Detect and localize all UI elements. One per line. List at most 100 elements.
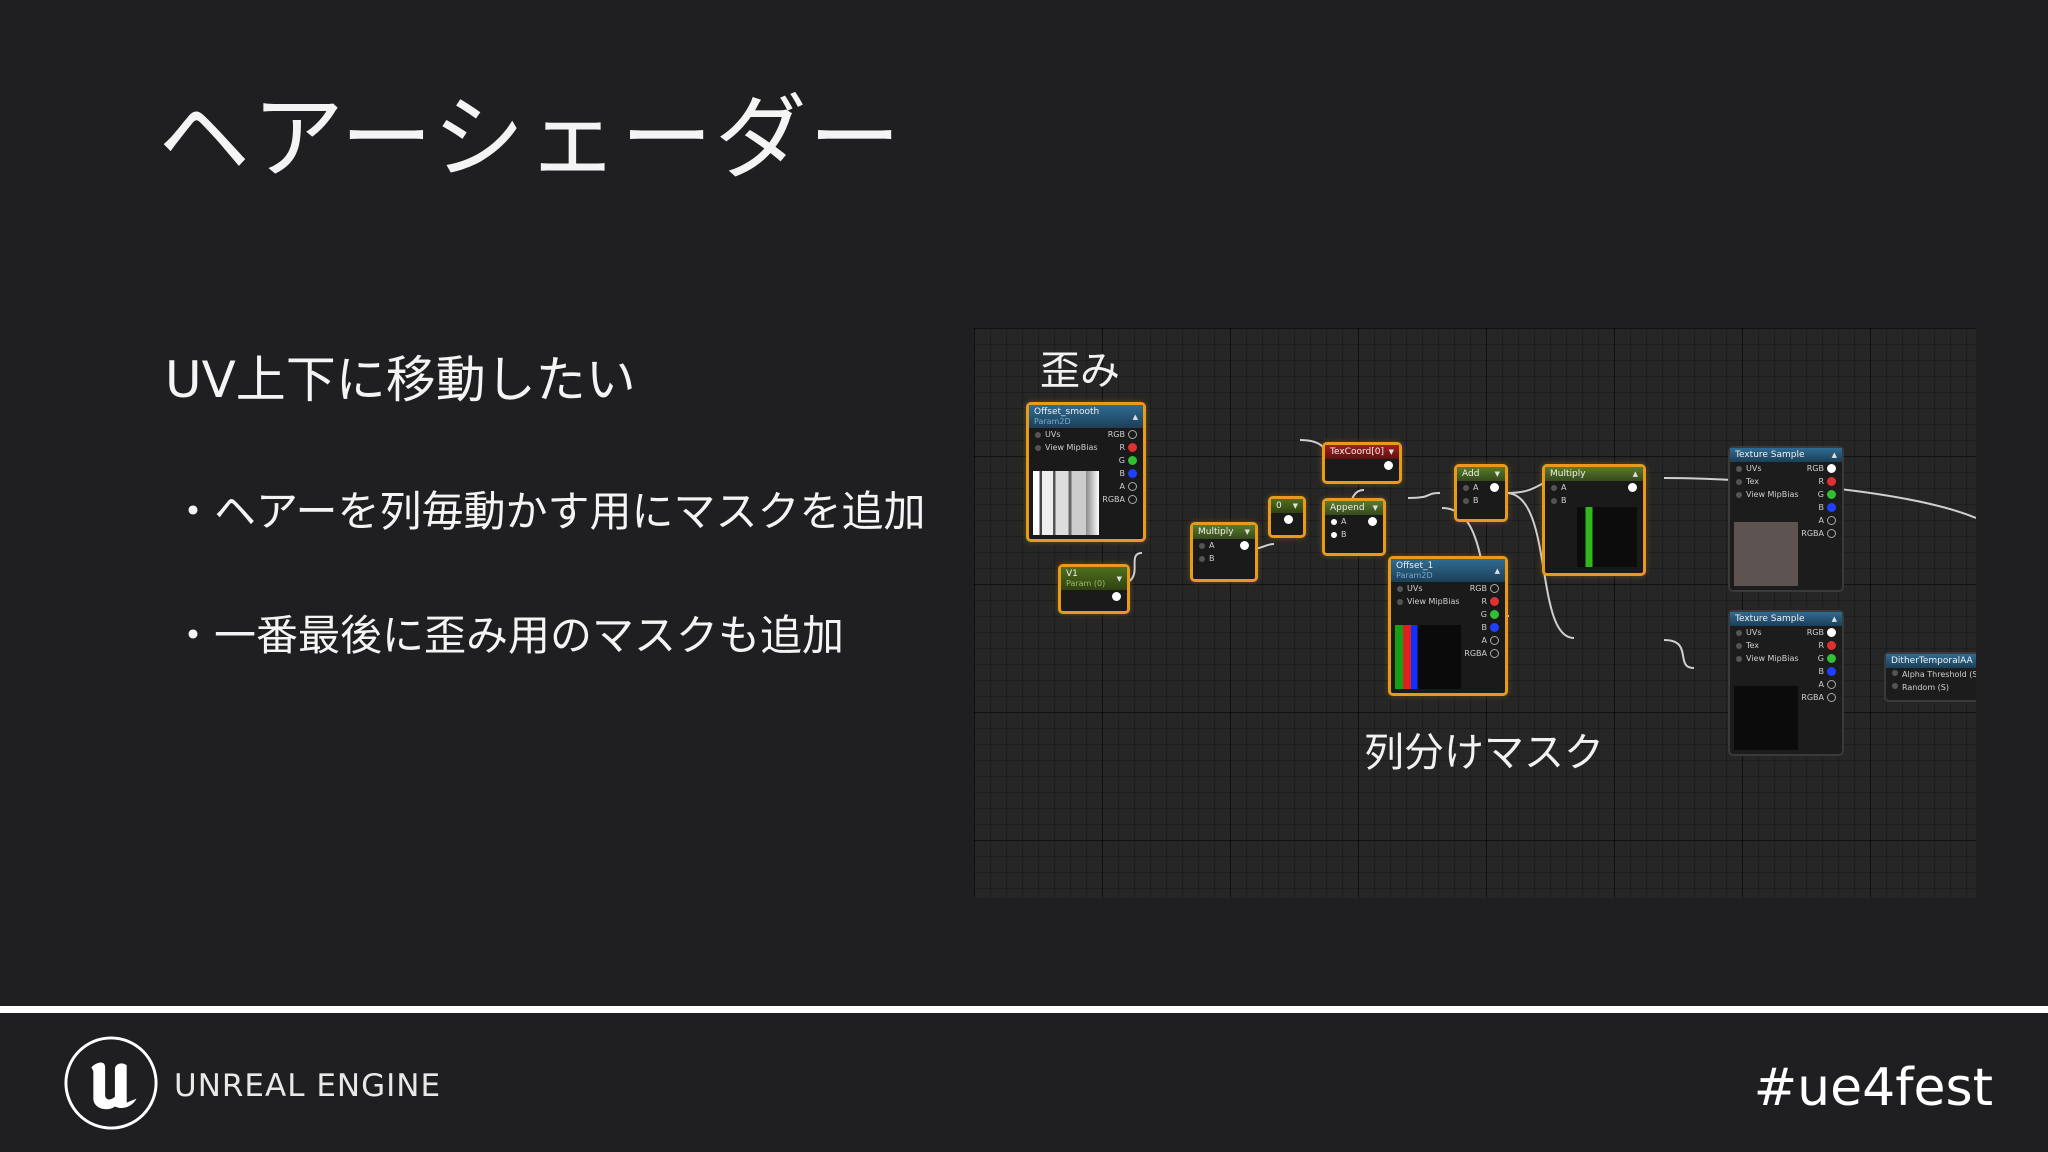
node-header: 0▼ bbox=[1271, 499, 1303, 513]
output-pin-icon[interactable] bbox=[1490, 610, 1499, 619]
event-hashtag: #ue4fest bbox=[1753, 1058, 1993, 1118]
pin-label: A bbox=[1818, 680, 1824, 689]
output-pin-icon[interactable] bbox=[1827, 654, 1836, 663]
pin-label: R bbox=[1119, 443, 1125, 452]
pin-row: B bbox=[1457, 494, 1505, 507]
collapse-icon[interactable]: ▲ bbox=[1632, 470, 1638, 478]
output-pin-icon[interactable] bbox=[1128, 469, 1137, 478]
pin-label: View MipBias bbox=[1407, 597, 1460, 606]
output-pin-icon[interactable] bbox=[1112, 592, 1121, 601]
output-pin-icon[interactable] bbox=[1827, 680, 1836, 689]
collapse-icon[interactable]: ▲ bbox=[1494, 566, 1500, 575]
output-pin-icon[interactable] bbox=[1827, 464, 1836, 473]
output-pin-icon[interactable] bbox=[1128, 443, 1137, 452]
node-title: Multiply bbox=[1550, 469, 1586, 479]
output-pin-icon[interactable] bbox=[1827, 529, 1836, 538]
pin-row bbox=[1325, 459, 1399, 472]
output-pin-icon[interactable] bbox=[1827, 693, 1836, 702]
output-pin-icon[interactable] bbox=[1827, 628, 1836, 637]
add-node[interactable]: Add▼ A B bbox=[1454, 464, 1508, 522]
node-title: Append bbox=[1330, 503, 1365, 513]
collapse-icon[interactable]: ▲ bbox=[1831, 451, 1837, 459]
bullet-item: ・ヘアーを列毎動かす用にマスクを追加 bbox=[172, 487, 926, 536]
pin-label: A bbox=[1561, 483, 1567, 492]
dropdown-icon[interactable]: ▼ bbox=[1494, 470, 1500, 478]
multiply-node[interactable]: Multiply▲ A B bbox=[1542, 464, 1646, 576]
node-header: Append ▼ bbox=[1325, 501, 1383, 515]
output-pin-icon[interactable] bbox=[1384, 461, 1393, 470]
output-pin-icon[interactable] bbox=[1490, 623, 1499, 632]
output-pin-icon[interactable] bbox=[1128, 456, 1137, 465]
output-pin-icon[interactable] bbox=[1827, 516, 1836, 525]
output-pin-icon[interactable] bbox=[1490, 584, 1499, 593]
dropdown-icon[interactable]: ▼ bbox=[1116, 574, 1122, 583]
output-pin-icon[interactable] bbox=[1827, 490, 1836, 499]
output-pin-icon[interactable] bbox=[1490, 483, 1499, 492]
node-title: Multiply bbox=[1198, 527, 1234, 537]
append-node[interactable]: Append ▼ A B bbox=[1322, 498, 1386, 556]
pin-label: View MipBias bbox=[1045, 443, 1098, 452]
texture-preview bbox=[1734, 686, 1798, 750]
dropdown-icon[interactable]: ▼ bbox=[1388, 448, 1394, 456]
dither-temporal-aa-node[interactable]: DitherTemporalAA Alpha Threshold (S Rand… bbox=[1884, 652, 1976, 702]
pin-label: B bbox=[1341, 530, 1347, 539]
pin-label: G bbox=[1817, 654, 1824, 663]
output-pin-icon[interactable] bbox=[1490, 597, 1499, 606]
pin-label: B bbox=[1119, 469, 1126, 478]
brand-name: UNREAL ENGINE bbox=[174, 1068, 442, 1104]
pin-label: Alpha Threshold (S bbox=[1902, 670, 1976, 679]
pin-row: B bbox=[1193, 552, 1255, 565]
pin-label: View MipBias bbox=[1746, 490, 1799, 499]
pin-row: A bbox=[1325, 515, 1383, 528]
texcoord-node[interactable]: TexCoord[0]▼ bbox=[1322, 442, 1402, 484]
pin-row: B bbox=[1730, 665, 1842, 678]
node-header: Texture Sample ▲ bbox=[1730, 612, 1842, 626]
output-pin-icon[interactable] bbox=[1128, 482, 1137, 491]
pin-row: A bbox=[1545, 481, 1643, 494]
node-title: 0 bbox=[1276, 501, 1282, 511]
output-pin-icon[interactable] bbox=[1240, 541, 1249, 550]
collapse-icon[interactable]: ▲ bbox=[1132, 412, 1138, 421]
pin-label: RGBA bbox=[1464, 649, 1487, 658]
dropdown-icon[interactable]: ▼ bbox=[1372, 504, 1378, 512]
output-pin-icon[interactable] bbox=[1827, 477, 1836, 486]
pin-label: G bbox=[1480, 610, 1487, 619]
output-pin-icon[interactable] bbox=[1628, 483, 1637, 492]
pin-label: R bbox=[1818, 641, 1824, 650]
collapse-icon[interactable]: ▲ bbox=[1831, 615, 1837, 623]
pin-label: Tex bbox=[1746, 477, 1760, 486]
pin-row: A bbox=[1193, 539, 1255, 552]
constant-node[interactable]: 0▼ bbox=[1268, 496, 1306, 538]
output-pin-icon[interactable] bbox=[1827, 641, 1836, 650]
pin-label: A bbox=[1818, 516, 1824, 525]
node-header: Multiply ▲ bbox=[1545, 467, 1643, 481]
multiply-node[interactable]: Multiply ▼ A B bbox=[1190, 522, 1258, 582]
output-pin-icon[interactable] bbox=[1827, 667, 1836, 676]
output-pin-icon[interactable] bbox=[1368, 517, 1377, 526]
pin-label: Random (S) bbox=[1902, 683, 1949, 692]
output-pin-icon[interactable] bbox=[1128, 430, 1137, 439]
node-header: TexCoord[0]▼ bbox=[1325, 445, 1399, 459]
pin-row bbox=[1061, 590, 1127, 603]
output-pin-icon[interactable] bbox=[1490, 636, 1499, 645]
pin-row bbox=[1271, 513, 1303, 526]
pin-row: A bbox=[1730, 678, 1842, 691]
output-pin-icon[interactable] bbox=[1284, 515, 1293, 524]
output-pin-icon[interactable] bbox=[1128, 495, 1137, 504]
dropdown-icon[interactable]: ▼ bbox=[1244, 528, 1250, 536]
output-pin-icon[interactable] bbox=[1827, 503, 1836, 512]
dropdown-icon[interactable]: ▼ bbox=[1292, 502, 1298, 510]
node-title: Texture Sample bbox=[1735, 614, 1805, 624]
pin-row: B bbox=[1391, 621, 1505, 634]
pin-label: Tex bbox=[1746, 641, 1760, 650]
node-title: V1 bbox=[1066, 569, 1078, 579]
output-pin-icon[interactable] bbox=[1490, 649, 1499, 658]
texture-preview bbox=[1033, 471, 1099, 535]
